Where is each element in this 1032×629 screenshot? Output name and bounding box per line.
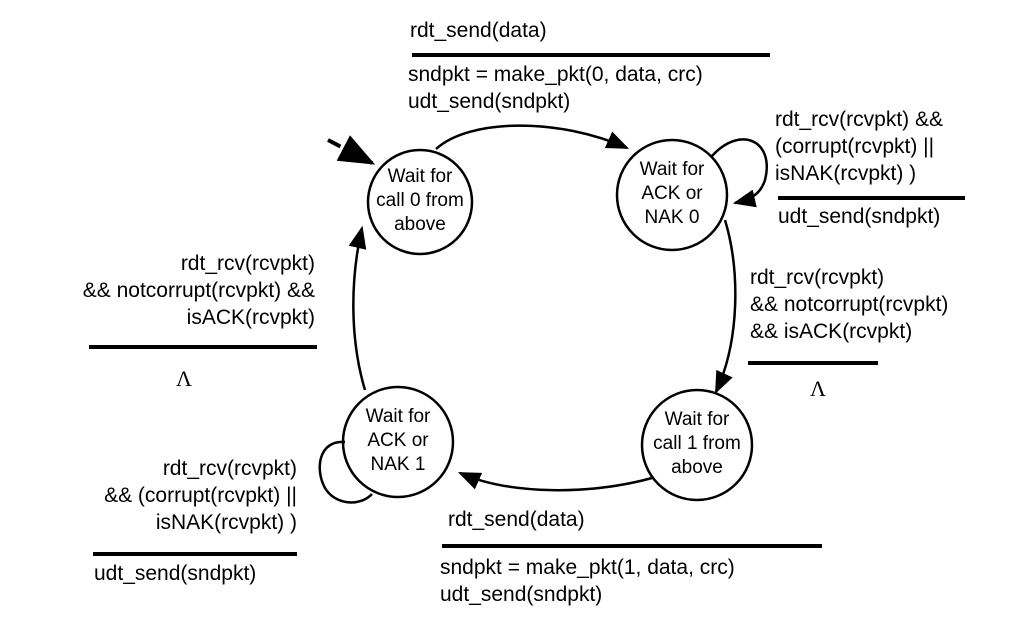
transition-s2-s3-action: sndpkt = make_pkt(1, data, crc) udt_send… xyxy=(440,554,735,608)
transition-s3-self-divider xyxy=(93,552,297,556)
state-label-line: Wait for xyxy=(639,159,705,180)
action-line: sndpkt = make_pkt(0, data, crc) xyxy=(408,63,703,86)
state-s1-label: Wait for ACK or NAK 0 xyxy=(617,158,727,230)
transition-s0-s1-divider xyxy=(412,53,770,57)
transition-s0-s1-event: rdt_send(data) xyxy=(410,19,547,42)
event-line: (corrupt(rcvpkt) || xyxy=(775,135,935,158)
transition-s3-self-arrow xyxy=(318,440,373,504)
state-label-line: ACK or xyxy=(641,183,703,204)
transition-s3-s0-action-lambda: Λ xyxy=(176,366,192,391)
transition-s2-s3-arrow xyxy=(457,471,653,492)
transition-s3-self-event: rdt_rcv(rcvpkt) && (corrupt(rcvpkt) || i… xyxy=(10,455,297,536)
state-s1-circle[interactable] xyxy=(615,138,729,252)
transition-s1-s2-divider xyxy=(748,361,878,365)
action-line: udt_send(sndpkt) xyxy=(408,90,571,113)
state-label-line: Wait for xyxy=(664,409,730,430)
transition-s3-s0-event: rdt_rcv(rcvpkt) && notcorrupt(rcvpkt) &&… xyxy=(10,250,315,331)
event-line: && notcorrupt(rcvpkt) xyxy=(750,293,949,316)
state-label-line: NAK 0 xyxy=(644,207,700,228)
initial-state-arrow xyxy=(327,135,376,165)
state-label-line: ACK or xyxy=(367,430,429,451)
state-label-line: above xyxy=(671,457,723,478)
event-line: rdt_rcv(rcvpkt) xyxy=(180,252,315,275)
event-line: rdt_rcv(rcvpkt) xyxy=(750,266,885,289)
state-label-line: call 0 from xyxy=(376,190,464,211)
state-s0-circle[interactable] xyxy=(366,148,474,256)
transition-s0-s1-action: sndpkt = make_pkt(0, data, crc) udt_send… xyxy=(408,61,703,115)
state-label-line: Wait for xyxy=(365,406,431,427)
transition-s3-self-action: udt_send(sndpkt) xyxy=(94,562,257,585)
state-s3-label: Wait for ACK or NAK 1 xyxy=(343,405,453,477)
transition-s1-self-divider xyxy=(778,196,965,200)
state-label-line: NAK 1 xyxy=(370,454,426,475)
event-line: rdt_rcv(rcvpkt) xyxy=(162,457,297,480)
transition-s2-s3-divider xyxy=(442,544,822,548)
event-line: && notcorrupt(rcvpkt) && xyxy=(82,279,315,302)
event-line: && (corrupt(rcvpkt) || xyxy=(104,484,297,507)
transition-s2-s3-event: rdt_send(data) xyxy=(448,508,585,531)
transition-s1-self-event: rdt_rcv(rcvpkt) && (corrupt(rcvpkt) || i… xyxy=(775,106,943,187)
state-s2-label: Wait for call 1 from above xyxy=(642,408,752,480)
transition-s3-s0-arrow xyxy=(348,225,367,391)
state-s0-label: Wait for call 0 from above xyxy=(368,165,472,237)
transition-s1-self-action: udt_send(sndpkt) xyxy=(778,205,941,228)
state-label-line: call 1 from xyxy=(653,433,741,454)
action-line: udt_send(sndpkt) xyxy=(440,583,603,606)
transition-s1-s2-arrow xyxy=(714,219,737,395)
transition-s1-self-arrow xyxy=(711,138,768,208)
state-label-line: above xyxy=(394,214,446,235)
state-s2-circle[interactable] xyxy=(640,388,754,502)
event-line: && isACK(rcvpkt) xyxy=(750,320,913,343)
action-line: sndpkt = make_pkt(1, data, crc) xyxy=(440,556,735,579)
event-line: isNAK(rcvpkt) ) xyxy=(155,511,297,534)
event-line: isNAK(rcvpkt) ) xyxy=(775,162,917,185)
transition-s1-s2-event: rdt_rcv(rcvpkt) && notcorrupt(rcvpkt) &&… xyxy=(750,264,948,345)
event-line: rdt_rcv(rcvpkt) && xyxy=(775,108,944,131)
event-line: isACK(rcvpkt) xyxy=(186,306,315,329)
transition-s0-s1-arrow xyxy=(435,124,630,150)
transition-s1-s2-action-lambda: Λ xyxy=(810,376,826,401)
transition-s3-s0-divider xyxy=(89,345,317,349)
state-label-line: Wait for xyxy=(387,166,453,187)
